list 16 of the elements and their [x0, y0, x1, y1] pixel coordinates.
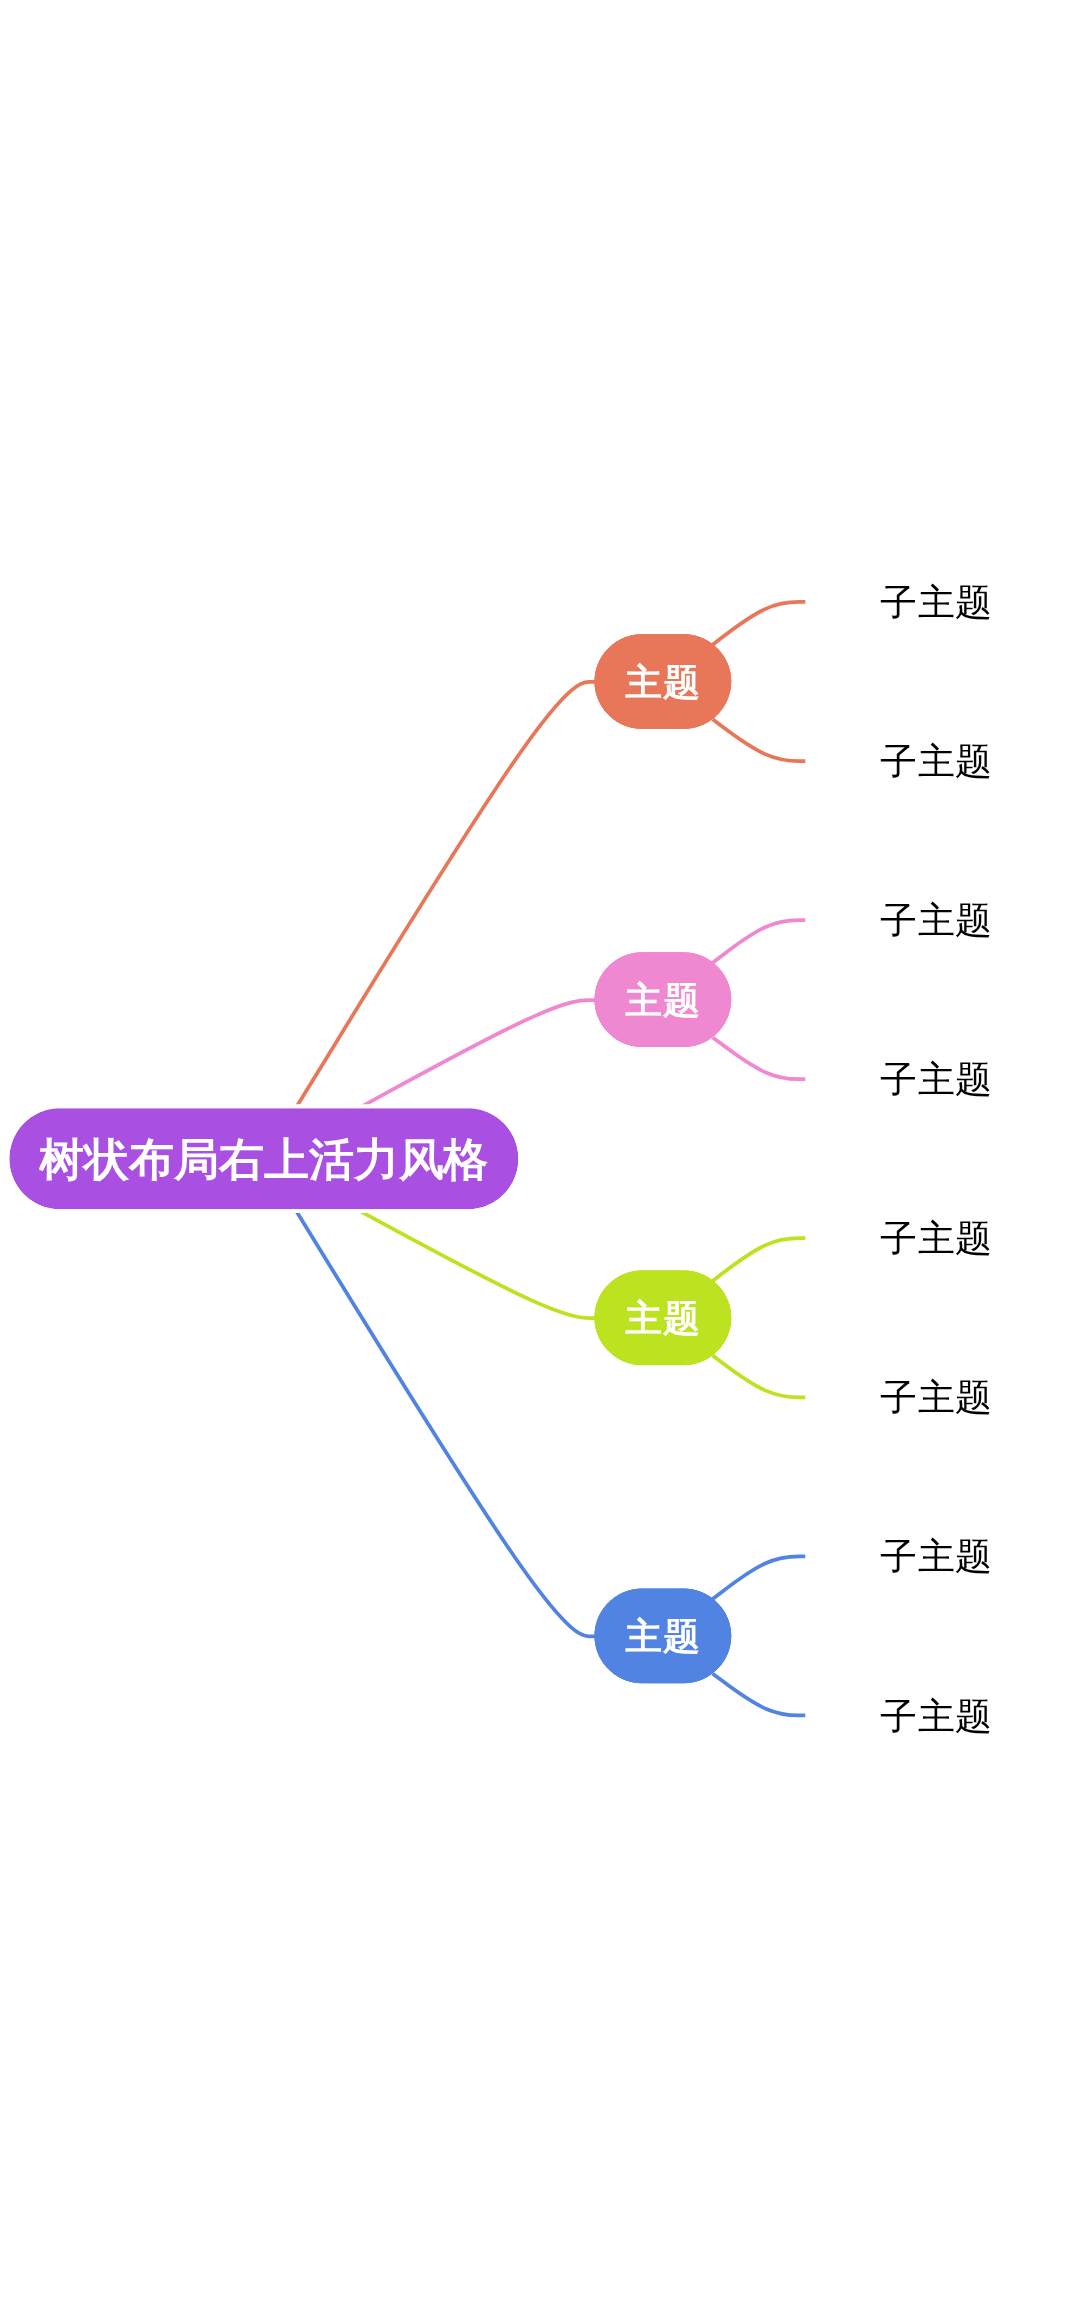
node-text: 子主题 [880, 1376, 993, 1420]
node-text: 子主题 [880, 1217, 993, 1261]
node-text: 子主题 [880, 1694, 993, 1738]
node-text: 子主题 [880, 739, 993, 783]
connector [711, 600, 806, 647]
node-text: 子主题 [880, 898, 993, 942]
connector [711, 1554, 806, 1601]
connector [711, 918, 806, 965]
connector [711, 1354, 806, 1400]
node-text: 子主题 [880, 1535, 993, 1579]
connector [711, 1672, 806, 1718]
connector [711, 1036, 806, 1082]
connector [711, 1236, 806, 1283]
node-text: 子主题 [880, 580, 993, 624]
node-text: 子主题 [880, 1057, 993, 1101]
connector [711, 718, 806, 764]
